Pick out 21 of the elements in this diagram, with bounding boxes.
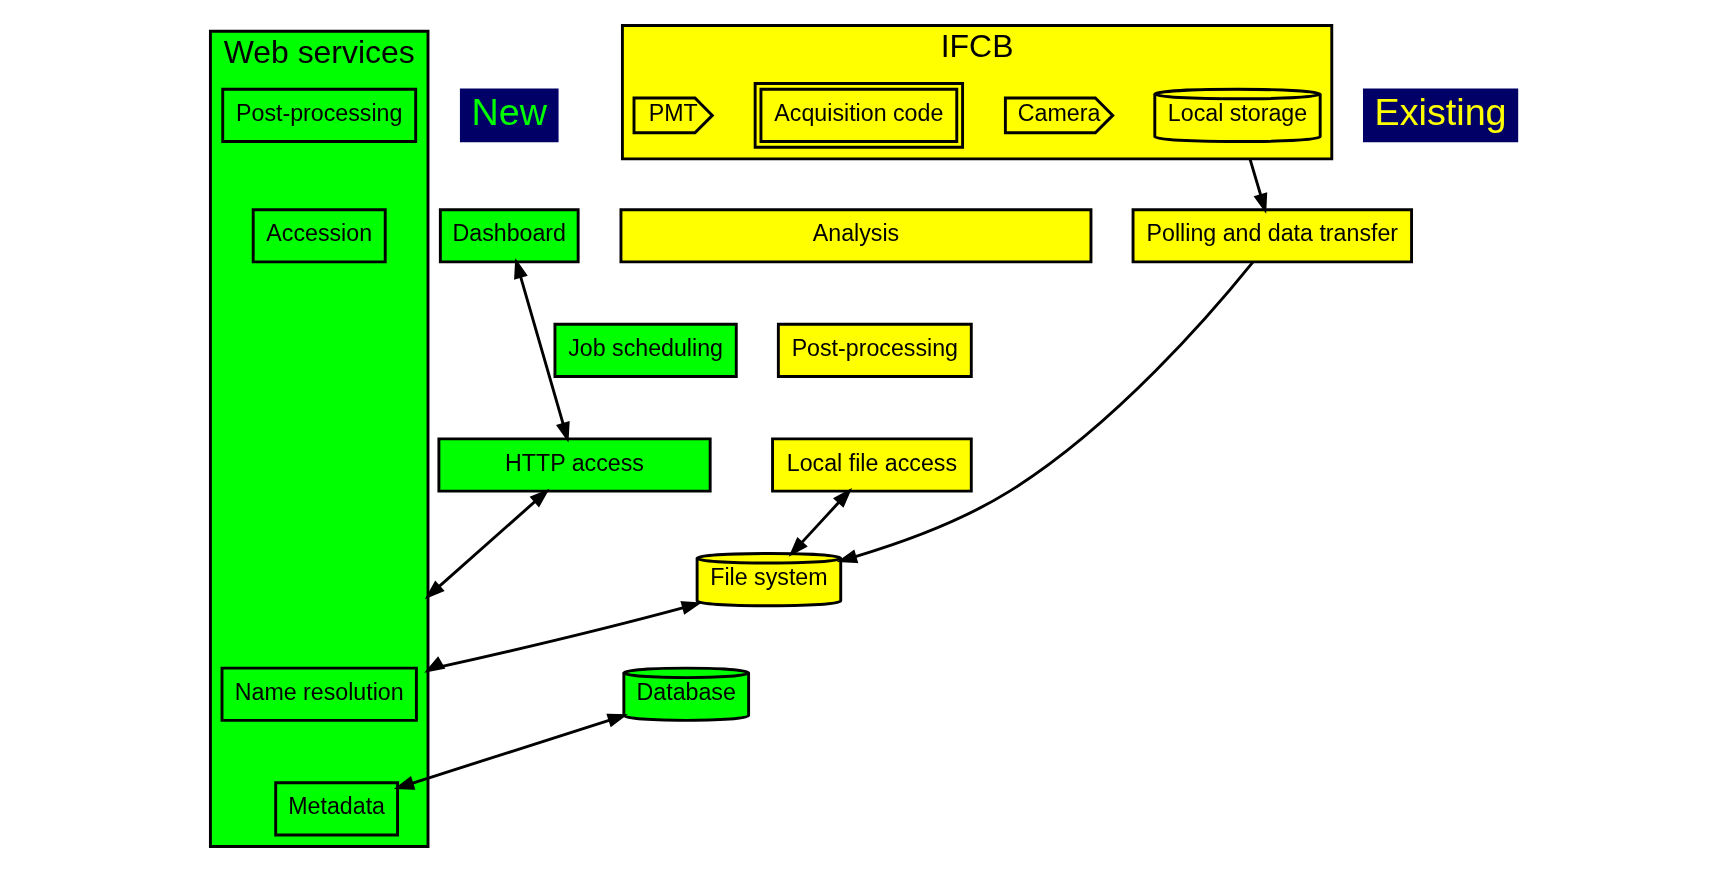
node-box: Polling and data transfer xyxy=(1131,208,1413,264)
label: Existing xyxy=(1374,90,1507,133)
node-box: Job scheduling xyxy=(553,322,738,378)
arrow xyxy=(424,601,702,673)
arrow xyxy=(788,488,853,557)
arrow xyxy=(1248,158,1268,214)
node-box: Analysis xyxy=(619,208,1093,264)
arrow xyxy=(514,258,570,443)
arrow xyxy=(424,488,550,600)
label: New xyxy=(471,90,547,133)
arrow xyxy=(836,261,1254,564)
node-box: Metadata xyxy=(274,781,399,837)
node-box: Name resolution xyxy=(220,666,418,722)
node-box: Accession xyxy=(251,208,387,264)
node-box: Acquisition code xyxy=(753,82,965,149)
arrow xyxy=(393,713,628,790)
node-box: Post-processing xyxy=(776,322,973,378)
node-box: Post-processing xyxy=(221,87,418,143)
node-box: Local file access xyxy=(771,437,973,493)
node-box: Dashboard xyxy=(438,208,580,264)
node-box: HTTP access xyxy=(437,437,712,493)
